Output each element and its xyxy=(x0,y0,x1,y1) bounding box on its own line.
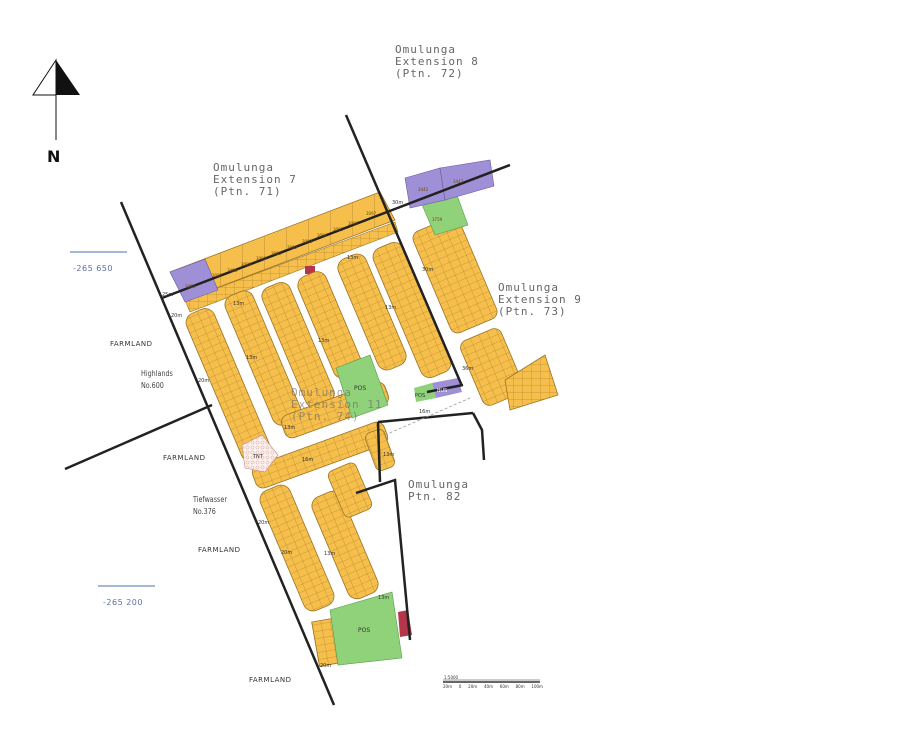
road-width: 13m xyxy=(383,452,395,458)
road-width: 20m xyxy=(281,550,293,556)
road-width: 30m xyxy=(392,200,404,206)
plot-number: 3086 xyxy=(185,284,196,289)
coordinate-lower: -265 200 xyxy=(103,598,143,607)
tnt-label: TNT xyxy=(253,454,263,460)
road-width: 13m xyxy=(284,425,296,431)
road-width: 25m xyxy=(162,292,174,298)
plot-number: 3094 xyxy=(317,233,328,238)
pos-area-2 xyxy=(329,591,403,666)
plot-number: 3759 xyxy=(432,217,443,222)
plot-number: 3087 xyxy=(212,273,223,278)
pos-label: POS xyxy=(358,627,371,634)
road-lines xyxy=(64,114,511,706)
farmland-label: FARMLAND xyxy=(163,454,206,462)
residential-blocks xyxy=(185,216,559,667)
plot-number: 3443 xyxy=(453,179,464,184)
road-width: 20m xyxy=(171,313,183,319)
road-width: 30m xyxy=(422,267,434,273)
scale-ticks: 20m 0 20m 40m 60m 80m 100m xyxy=(443,684,543,689)
scale-tick: 80m xyxy=(515,684,525,689)
plot-number: 3088 xyxy=(227,268,238,273)
road-width: 20m xyxy=(320,663,332,669)
scale-tick: 0 xyxy=(458,684,462,689)
plot-number: 3092 xyxy=(287,245,298,250)
north-arrow-icon xyxy=(32,58,80,140)
road-width: 13m xyxy=(347,255,359,261)
road-width: 16m xyxy=(302,457,314,463)
plot-number: 3442 xyxy=(418,187,429,192)
road-width: 20m xyxy=(258,520,270,526)
pos-label: POS xyxy=(415,393,426,399)
road-width: 20m xyxy=(198,378,210,384)
plot-number: 3096 xyxy=(348,221,359,226)
pos-label: POS xyxy=(354,385,367,392)
scale-tick: 40m xyxy=(483,684,493,689)
road-width: 13m xyxy=(378,595,390,601)
pos-area-1 xyxy=(335,354,389,419)
scale-tick: 60m xyxy=(499,684,509,689)
scale-label: 1:5000 xyxy=(444,675,459,680)
road-width: 16m xyxy=(419,409,431,415)
plot-number: 3095 xyxy=(333,227,344,232)
bus-label: BUS xyxy=(437,388,448,394)
scale-tick: 20m xyxy=(443,684,452,689)
farmland-label: FARMLAND xyxy=(198,546,241,554)
coordinate-upper: -265 650 xyxy=(73,264,113,273)
farmland-label: FARMLAND xyxy=(249,676,292,684)
plot-number: 3097 xyxy=(366,211,377,216)
plot-number: 3089 xyxy=(241,262,252,267)
road-width: 13m xyxy=(318,338,330,344)
road-width: 13m xyxy=(385,305,397,311)
plot-number: 3093 xyxy=(302,239,313,244)
road-width: 13m xyxy=(324,551,336,557)
pos-area-3 xyxy=(414,383,436,402)
north-label: N xyxy=(47,147,61,166)
business-plot xyxy=(305,266,315,274)
farmland-label: FARMLAND xyxy=(110,340,153,348)
road-width: 13m xyxy=(233,301,245,307)
scale-tick: 20m xyxy=(468,684,478,689)
plot-number: 3090 xyxy=(256,256,267,261)
dashed-boundary xyxy=(384,397,471,436)
road-width: 36m xyxy=(462,366,474,372)
plot-number: 3091 xyxy=(271,251,282,256)
tnt-area xyxy=(241,434,279,473)
institutional-plot-3443 xyxy=(439,159,495,201)
scale-tick: 100m xyxy=(531,684,543,689)
road-width: 13m xyxy=(246,355,258,361)
scale-bar xyxy=(443,679,540,683)
